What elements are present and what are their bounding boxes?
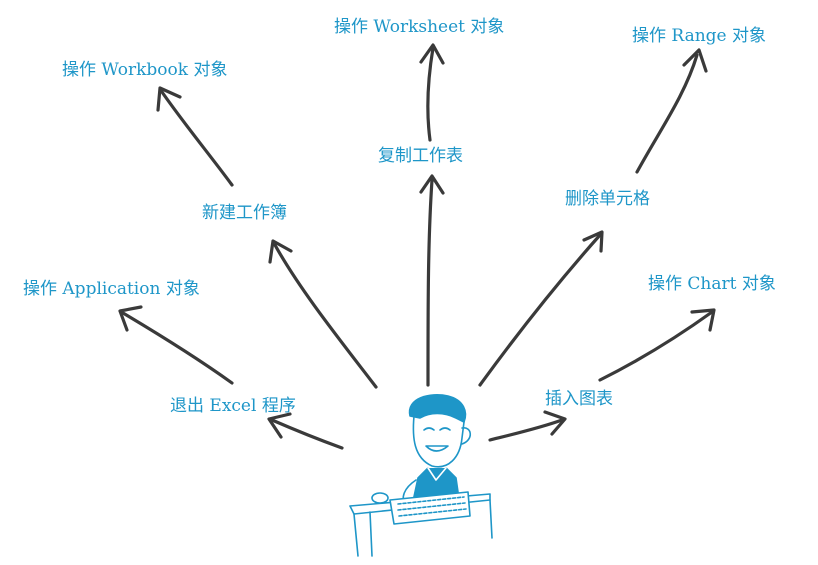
eye-right [439,427,451,431]
arrow-head-application [118,305,143,332]
desk-front [489,499,493,539]
arrow-head-chart [690,308,716,332]
keyboard [389,491,471,525]
label-application: 操作 Application 对象 [23,279,200,299]
face-shape [412,415,465,468]
desk-leg-left [353,513,359,557]
arrow-head-delete [582,230,604,253]
label-copy-sheet: 复制工作表 [378,146,463,166]
arrow-center-to-copy [426,178,434,387]
arrow-center-to-new [273,243,378,389]
mouse-device [371,492,389,504]
arrow-head-worksheet [419,43,445,65]
arrow-center-to-exit [270,418,344,450]
mouth [425,445,449,452]
arrow-center-to-insert [488,418,564,442]
arrow-delete-to-range [635,53,699,174]
arrow-head-insert [543,410,567,436]
collar [427,467,447,481]
label-chart: 操作 Chart 对象 [648,274,776,294]
label-range: 操作 Range 对象 [632,26,767,46]
label-workbook: 操作 Workbook 对象 [62,60,228,80]
arrow-head-new [268,239,293,264]
arrow-center-to-delete [478,233,602,387]
arrow-head-exit [267,412,292,439]
label-new-workbook: 新建工作簿 [202,203,287,223]
ear-shape [461,427,472,445]
label-exit-excel: 退出 Excel 程序 [170,396,296,416]
arrow-new-to-workbook [160,90,234,187]
arrow-head-copy [419,174,445,195]
desk-leg-right [369,511,373,557]
arrow-insert-to-chart [598,310,714,382]
man-at-keyboard-figure [349,394,493,557]
label-insert-chart: 插入图表 [545,389,613,409]
keyboard-keys [397,496,467,517]
eye-left [423,427,435,431]
hair-shape [408,394,467,423]
arrow-exit-to-application [121,311,234,385]
label-delete-cell: 删除单元格 [565,189,650,209]
arrow-head-workbook [156,86,182,112]
arrow-head-range [682,48,708,73]
arrow-copy-to-worksheet [426,46,435,142]
label-worksheet: 操作 Worksheet 对象 [334,17,505,37]
